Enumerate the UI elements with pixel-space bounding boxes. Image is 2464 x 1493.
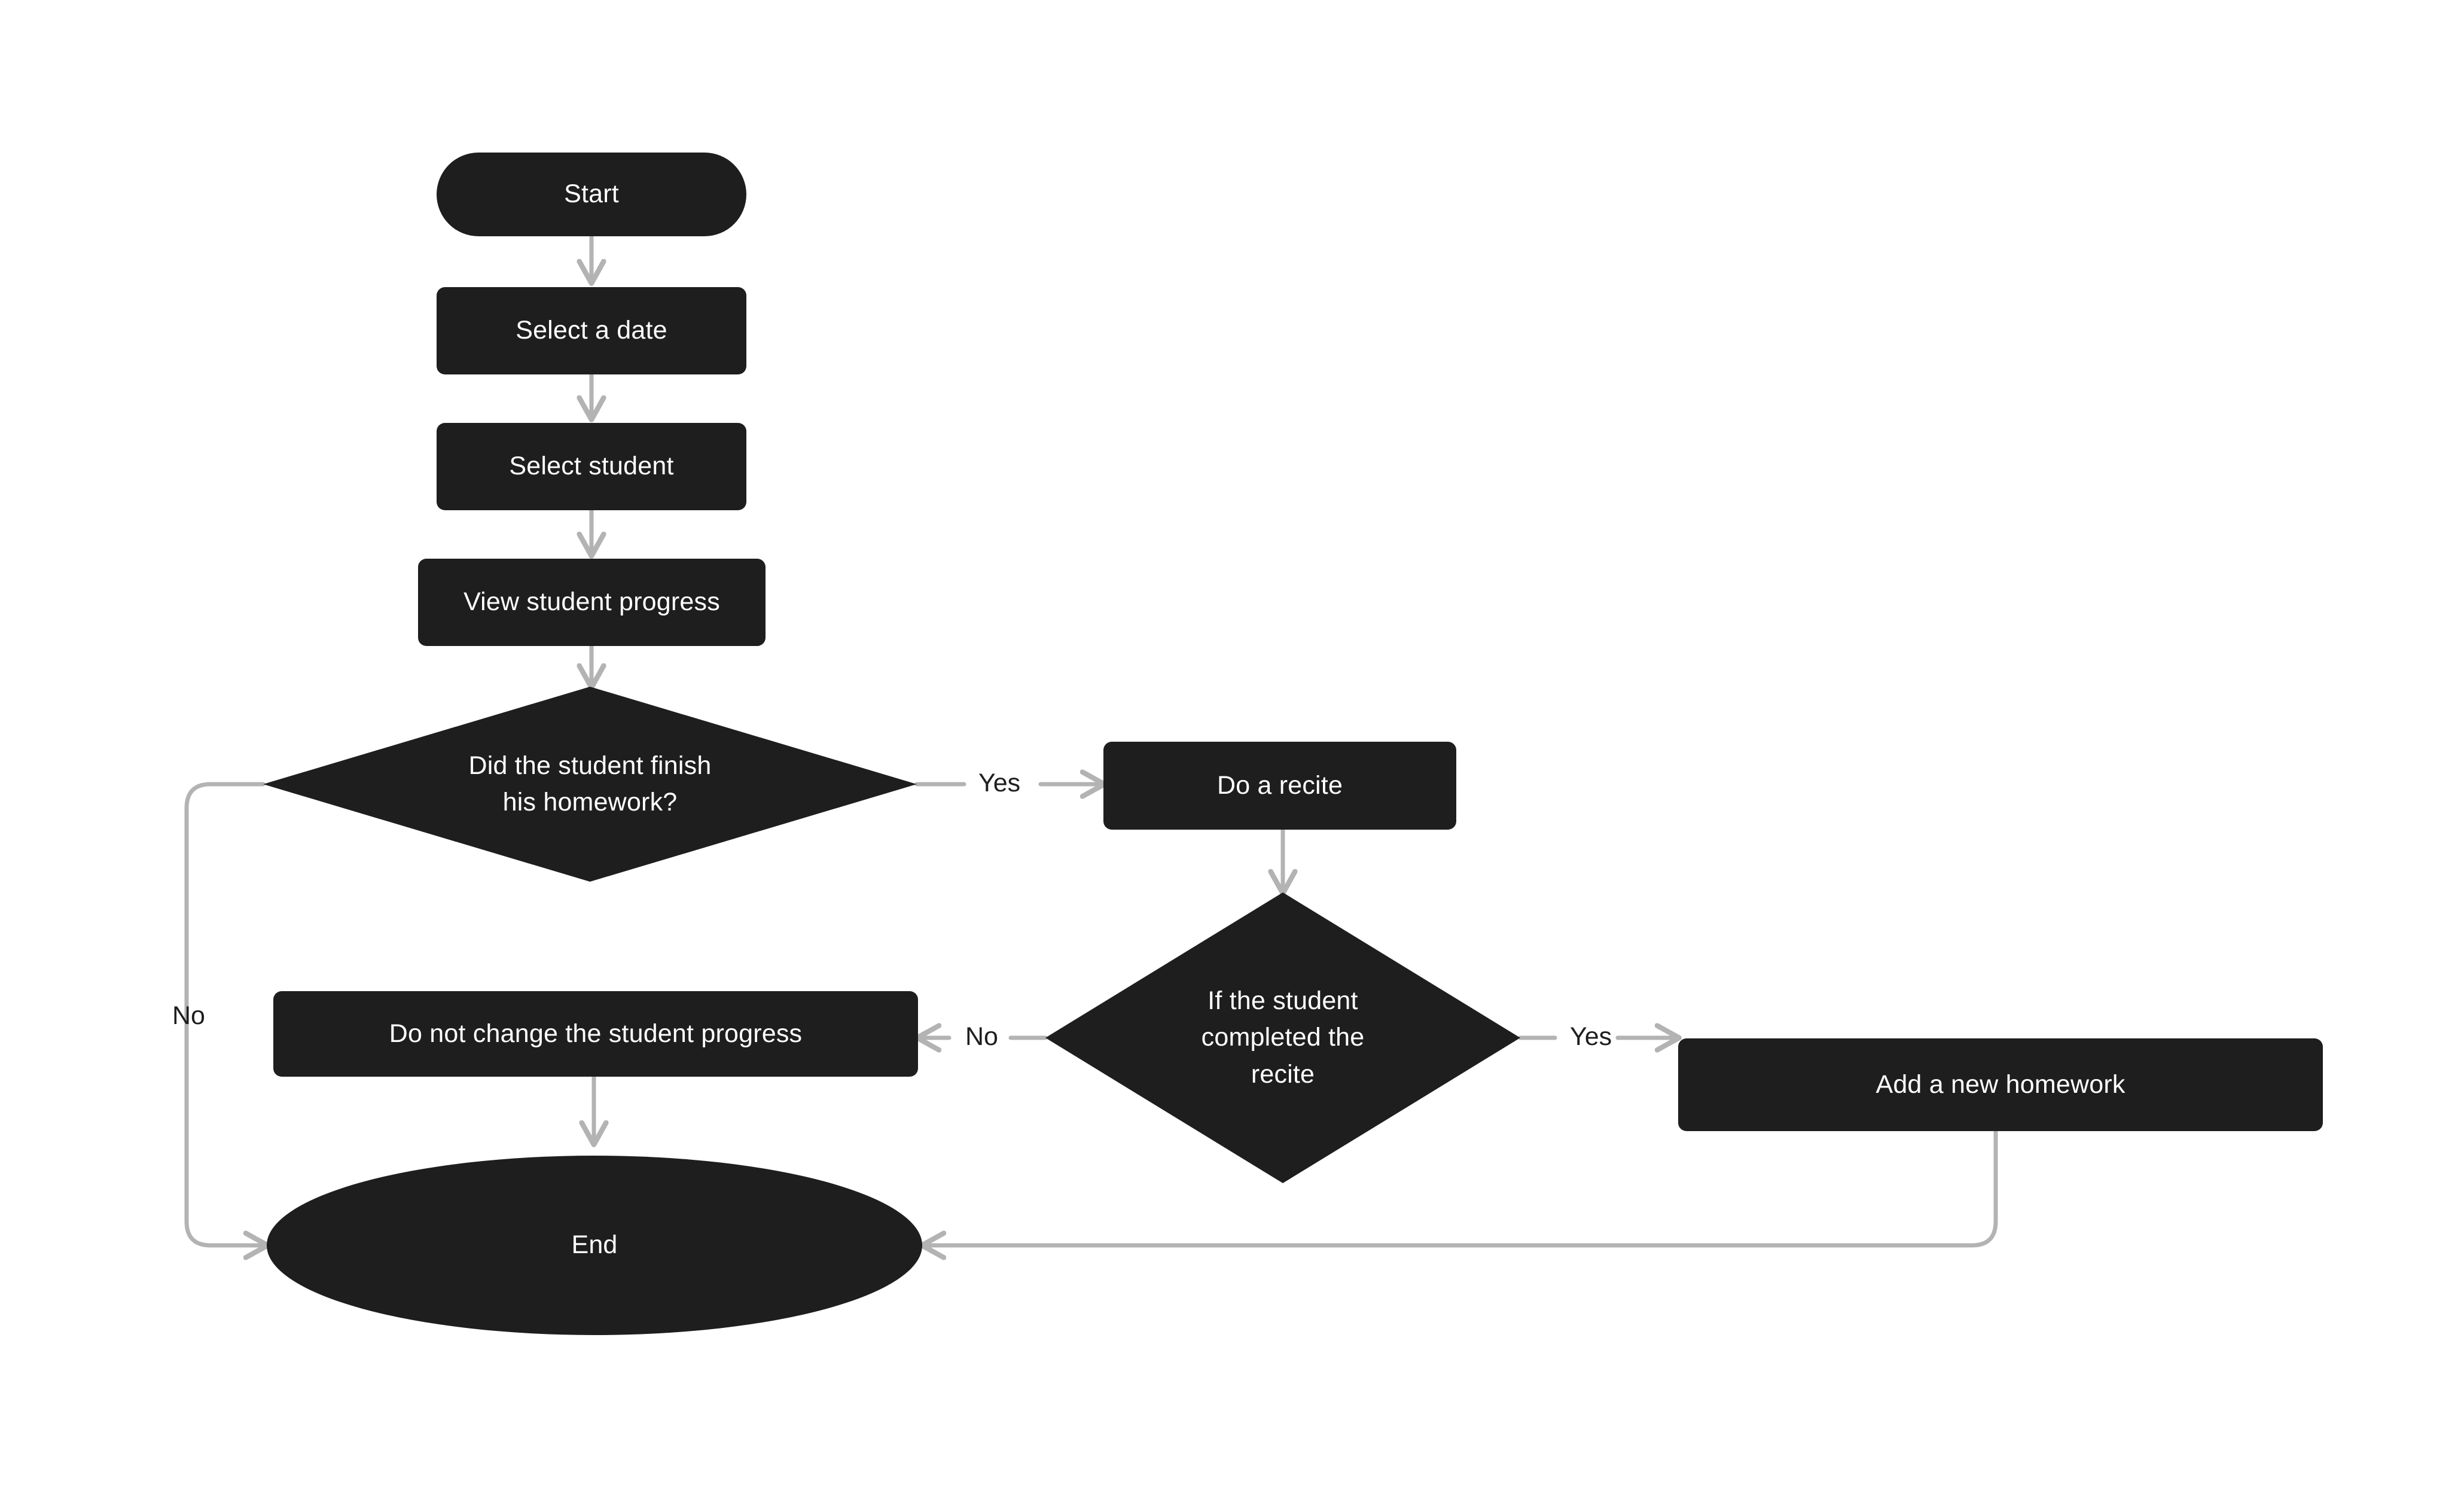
diamond-shape (1045, 892, 1520, 1183)
edge-label-homework-yes: Yes (978, 769, 1021, 797)
edge-label-recite-yes: Yes (1570, 1022, 1612, 1051)
node-decision-homework-line2: his homework? (502, 788, 678, 816)
node-add-a-new-homework-label: Add a new homework (1876, 1070, 2125, 1099)
node-select-student[interactable]: Select student (437, 423, 746, 510)
node-select-a-date[interactable]: Select a date (437, 287, 746, 374)
node-view-student-progress-label: View student progress (463, 587, 720, 617)
node-view-student-progress[interactable]: View student progress (418, 559, 766, 646)
node-start-label: Start (564, 179, 619, 209)
node-start[interactable]: Start (437, 153, 746, 236)
edge-label-homework-no: No (172, 1001, 205, 1030)
node-do-a-recite[interactable]: Do a recite (1103, 742, 1456, 830)
node-end-label: End (571, 1230, 618, 1260)
node-select-a-date-label: Select a date (516, 316, 667, 345)
diamond-shape (263, 687, 917, 882)
node-decision-did-student-finish-homework[interactable]: Did the student finish his homework? (263, 687, 917, 882)
node-decision-recite-line1: If the student (1207, 986, 1358, 1016)
node-decision-if-student-completed-recite[interactable]: If the student completed the recite (1045, 892, 1520, 1183)
node-add-a-new-homework[interactable]: Add a new homework (1678, 1038, 2323, 1131)
node-end[interactable]: End (267, 1156, 922, 1335)
node-decision-recite-line3: recite (1251, 1059, 1315, 1089)
node-do-not-change-student-progress-label: Do not change the student progress (389, 1019, 803, 1048)
node-do-not-change-student-progress[interactable]: Do not change the student progress (273, 991, 918, 1077)
node-decision-homework-line1: Did the student finish (468, 751, 712, 780)
node-select-student-label: Select student (509, 452, 674, 481)
node-decision-recite-line2: completed the (1201, 1023, 1365, 1052)
node-do-a-recite-label: Do a recite (1216, 770, 1343, 800)
edge-label-recite-no: No (965, 1022, 998, 1051)
